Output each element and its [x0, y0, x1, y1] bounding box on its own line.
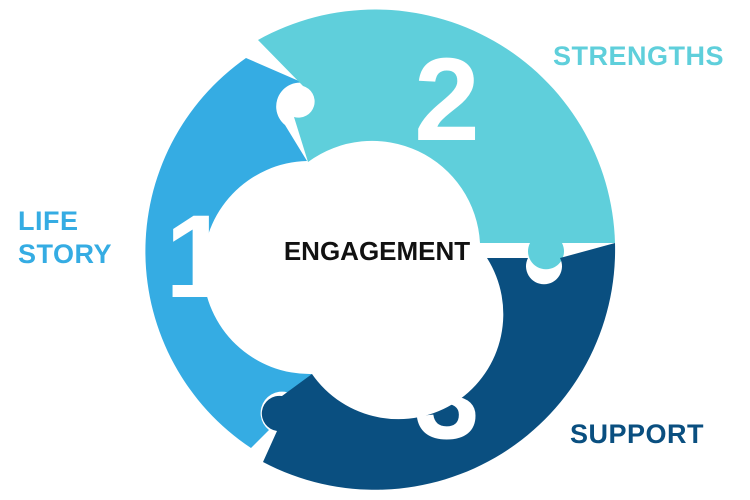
puzzle-piece-3 [261, 243, 616, 490]
segment-1-label-line-1: LIFE [18, 206, 79, 236]
puzzle-piece-2 [258, 9, 615, 270]
segment-1-label: LIFE STORY [18, 205, 112, 271]
segment-1-label-line-2: STORY [18, 239, 113, 269]
segment-3-number: 3 [414, 332, 480, 464]
segment-2-label: STRENGTHS [553, 40, 724, 73]
center-circle [271, 146, 479, 354]
center-label: ENGAGEMENT [284, 236, 470, 266]
segment-3-label-line-1: SUPPORT [570, 419, 705, 449]
segment-1-number: 1 [165, 191, 231, 323]
segment-2-label-line-1: STRENGTHS [553, 41, 725, 71]
puzzle-piece-1 [145, 58, 315, 448]
segment-2-number: 2 [414, 34, 480, 166]
segment-3-label: SUPPORT [570, 418, 704, 451]
